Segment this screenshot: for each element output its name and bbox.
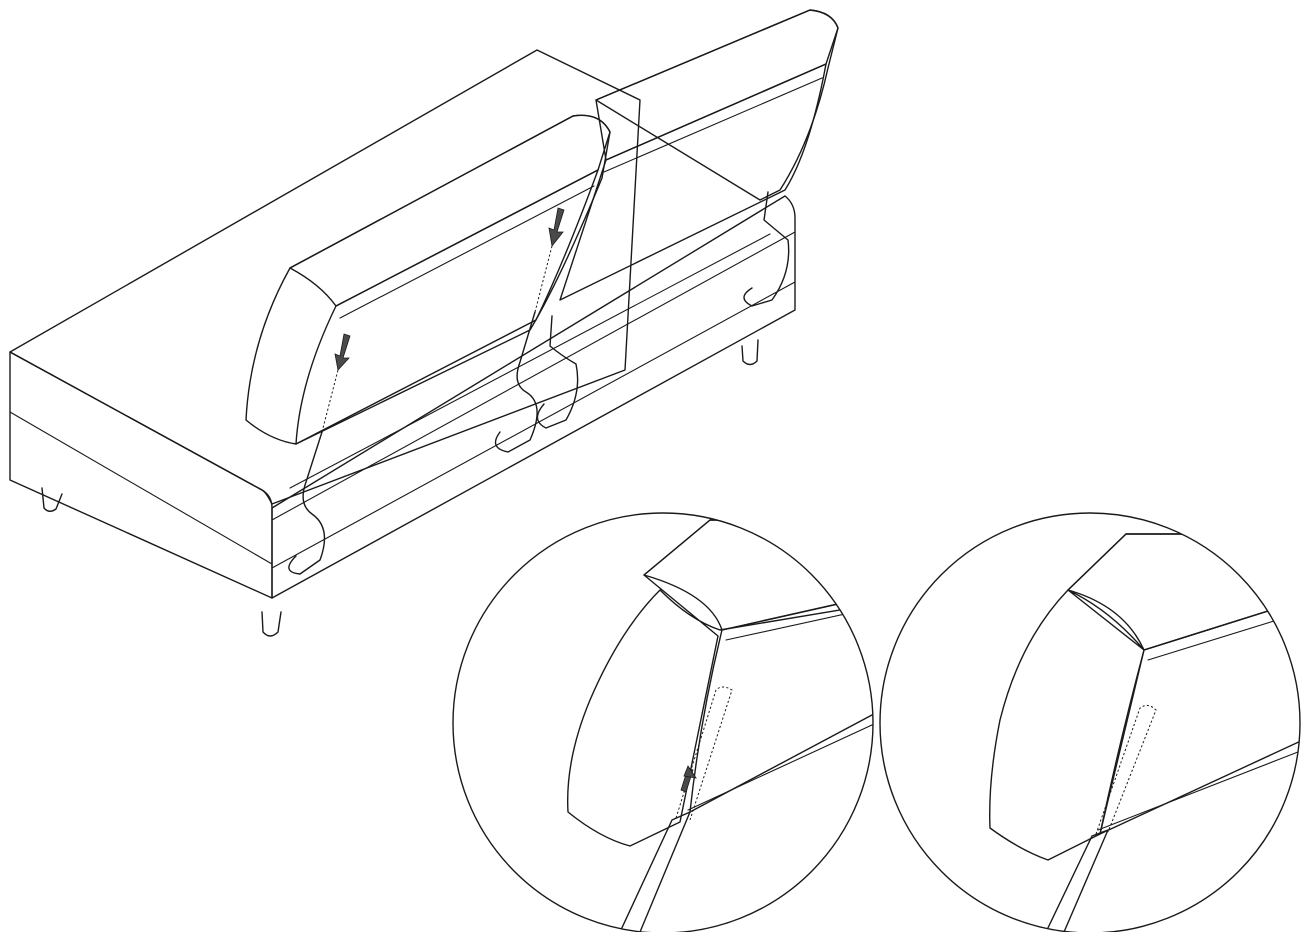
detail2-cushion-side [989, 533, 1300, 861]
detail-rod-inserted [879, 512, 1301, 932]
down-arrow-icon [548, 207, 565, 247]
detail2-circle-frame [879, 512, 1301, 932]
cushion-rear-side [595, 9, 839, 201]
detail2-cushion-face [1099, 599, 1300, 835]
cushion-front-side [245, 114, 611, 445]
sofa-legs [41, 339, 759, 637]
leg-center-front [261, 611, 282, 637]
cushion-rear-piping [603, 77, 823, 173]
back-cushion-rear [559, 9, 839, 301]
sofa-bed [9, 9, 839, 637]
rod-right [743, 191, 790, 307]
sofa-top-surface [9, 49, 641, 505]
cushion-rear-top [595, 9, 839, 161]
guide-left [321, 369, 339, 433]
side-top-seam [271, 231, 796, 521]
sofa-side-face [271, 195, 796, 599]
cushion-front-face [295, 169, 599, 445]
detail1-cushion-top [643, 519, 873, 631]
detail1-rod [619, 811, 691, 932]
up-arrow-icon [680, 765, 697, 793]
rod-left [288, 431, 326, 575]
leg-left-front [41, 487, 63, 512]
support-rods [288, 191, 790, 575]
sofa-front-face [9, 351, 273, 599]
detail-rod-inserting [452, 512, 874, 932]
back-cushion-front [245, 114, 611, 445]
rod-center-b [536, 315, 579, 429]
detail2-cushion-top [1067, 533, 1300, 651]
roll-edge [289, 233, 771, 489]
cushion-front-piping [339, 185, 595, 319]
side-seam-line [271, 281, 796, 569]
leg-right-back [741, 339, 759, 366]
rod-center-a [494, 311, 538, 453]
cushion-front-top [289, 114, 611, 307]
detail2-rod [1045, 829, 1109, 932]
cushion-rear-face [559, 63, 827, 301]
guide-center [534, 245, 553, 313]
insertion-guides [321, 245, 553, 433]
front-seam-line [9, 411, 273, 565]
down-arrow-icon [334, 333, 351, 371]
detail1-cushion-face [689, 589, 873, 813]
detail1-cushion-side [566, 519, 873, 847]
detail1-circle-frame [452, 512, 874, 932]
